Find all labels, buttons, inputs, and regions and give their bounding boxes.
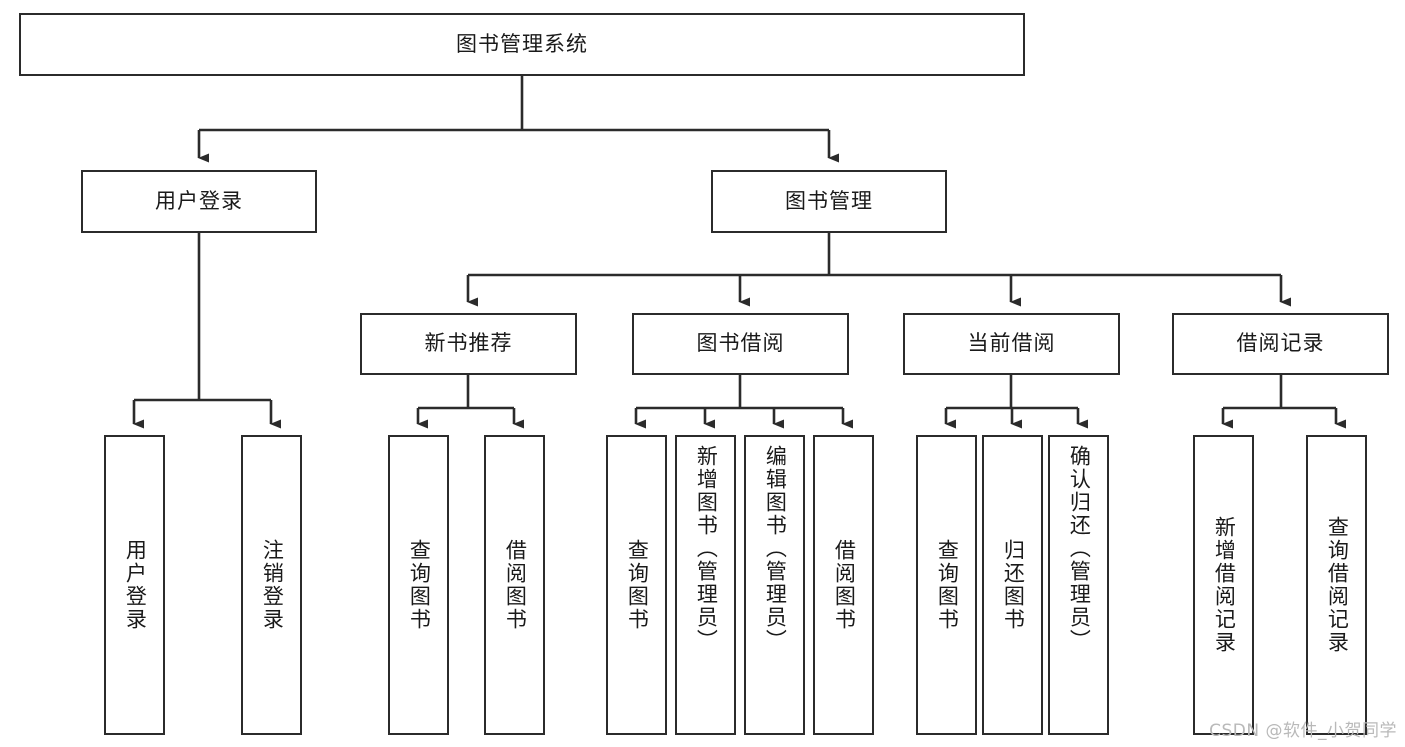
leaf-label: 用户登录 bbox=[123, 539, 148, 631]
node-user-login[interactable]: 用户登录 bbox=[81, 170, 317, 233]
node-label: 当前借阅 bbox=[967, 331, 1056, 356]
leaf-label: 查询借阅记录 bbox=[1325, 516, 1350, 654]
leaf-new-book-borrow-book[interactable]: 借阅图书 bbox=[484, 435, 545, 735]
node-book-borrow[interactable]: 图书借阅 bbox=[632, 313, 849, 375]
leaf-borrow-record-query-record[interactable]: 查询借阅记录 bbox=[1306, 435, 1367, 735]
leaf-current-borrow-confirm-return-admin[interactable]: 确认归还（管理员） bbox=[1048, 435, 1109, 735]
node-label: 图书借阅 bbox=[696, 331, 785, 356]
leaf-book-borrow-query-book[interactable]: 查询图书 bbox=[606, 435, 667, 735]
leaf-user-login-login[interactable]: 用户登录 bbox=[104, 435, 165, 735]
node-label: 借阅记录 bbox=[1236, 331, 1325, 356]
leaf-book-borrow-edit-book-admin[interactable]: 编辑图书（管理员） bbox=[744, 435, 805, 735]
leaf-label: 查询图书 bbox=[935, 539, 960, 631]
node-root-book-management-system[interactable]: 图书管理系统 bbox=[19, 13, 1025, 76]
node-book-management[interactable]: 图书管理 bbox=[711, 170, 947, 233]
leaf-borrow-record-add-record[interactable]: 新增借阅记录 bbox=[1193, 435, 1254, 735]
leaf-label: 确认归还（管理员） bbox=[1067, 445, 1092, 652]
node-label: 图书管理 bbox=[785, 188, 873, 213]
leaf-label: 借阅图书 bbox=[503, 539, 528, 631]
leaf-current-borrow-query-book[interactable]: 查询图书 bbox=[916, 435, 977, 735]
node-current-borrow[interactable]: 当前借阅 bbox=[903, 313, 1120, 375]
leaf-new-book-query-book[interactable]: 查询图书 bbox=[388, 435, 449, 735]
leaf-label: 新增借阅记录 bbox=[1212, 516, 1237, 654]
leaf-label: 查询图书 bbox=[407, 539, 432, 631]
leaf-user-login-logout[interactable]: 注销登录 bbox=[241, 435, 302, 735]
node-borrow-record[interactable]: 借阅记录 bbox=[1172, 313, 1389, 375]
node-label: 新书推荐 bbox=[424, 331, 513, 356]
leaf-label: 注销登录 bbox=[260, 539, 285, 631]
node-label: 用户登录 bbox=[155, 188, 243, 213]
csdn-watermark: CSDN @软件_小贺同学 bbox=[1209, 721, 1397, 741]
leaf-label: 归还图书 bbox=[1001, 539, 1026, 631]
leaf-label: 借阅图书 bbox=[832, 539, 857, 631]
leaf-label: 新增图书（管理员） bbox=[694, 445, 719, 652]
leaf-book-borrow-borrow-book[interactable]: 借阅图书 bbox=[813, 435, 874, 735]
leaf-label: 编辑图书（管理员） bbox=[763, 445, 788, 652]
node-label: 图书管理系统 bbox=[456, 31, 588, 56]
leaf-label: 查询图书 bbox=[625, 539, 650, 631]
node-new-book-recommend[interactable]: 新书推荐 bbox=[360, 313, 577, 375]
leaf-current-borrow-return-book[interactable]: 归还图书 bbox=[982, 435, 1043, 735]
leaf-book-borrow-add-book-admin[interactable]: 新增图书（管理员） bbox=[675, 435, 736, 735]
